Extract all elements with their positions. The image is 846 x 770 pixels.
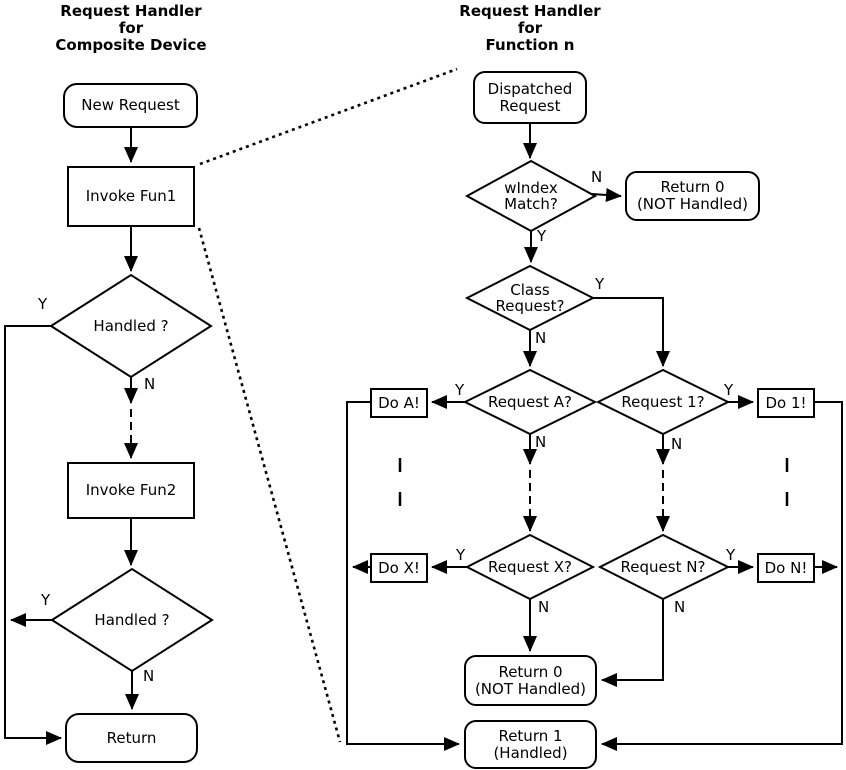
node-invoke-fun2: Invoke Fun2 [67,462,195,519]
edge-label-handled1-no: N [144,375,156,393]
node-do-a: Do A! [370,388,428,418]
edge-label-class-no: N [535,329,547,347]
node-return: Return [65,713,198,763]
node-do-1-label: Do 1! [765,393,807,412]
node-request-n-label: Request N? [620,558,706,576]
edge-label-windex-no: N [591,168,603,186]
edge-class-yes-to-request1 [593,297,670,367]
node-do-x: Do X! [370,553,428,583]
node-windex-match-label: wIndex Match? [504,179,558,213]
edge-doa-merge-to-return1 [346,401,460,751]
edge-do1-merge-to-return1 [601,401,843,751]
node-return0-top: Return 0 (NOT Handled) [625,171,760,221]
edge-label-handled2-yes: Y [41,591,51,609]
diamond-request-1 [595,368,731,436]
edge-label-class-yes: Y [595,275,605,293]
diamond-windex-match [464,159,598,233]
node-request-1-label: Request 1? [621,393,705,411]
node-dispatched-request-label: Dispatched Request [487,79,573,115]
node-dispatched-request: Dispatched Request [473,71,587,124]
node-return0-bottom-label: Return 0 (NOT Handled) [474,662,587,698]
edge-label-request-a-no: N [535,433,547,451]
node-do-1: Do 1! [757,388,815,418]
edge-label-handled1-yes: Y [38,295,48,313]
edge-requestn-no-to-return0bottom [601,599,664,687]
edge-handled1-yes-loop-to-return [4,325,62,745]
node-request-a-label: Request A? [488,393,572,411]
node-class-request-label: Class Request? [495,281,565,315]
edge-windex-no-to-return0top [591,187,622,202]
right-flow-title: Request Handler for Function n [459,2,601,54]
node-invoke-fun1-label: Invoke Fun1 [85,187,177,205]
edge-label-request-a-yes: Y [455,381,465,399]
edge-label-request-1-yes: Y [724,381,734,399]
left-flow-title: Request Handler for Composite Device [55,2,207,54]
diamond-handled1 [49,273,213,379]
edge-label-request-1-no: N [671,435,683,453]
node-request-x-label: Request X? [488,558,572,576]
diamond-class-request [464,264,596,332]
node-return0-top-label: Return 0 (NOT Handled) [636,178,749,213]
node-do-n-label: Do N! [764,558,808,577]
node-return1: Return 1 (Handled) [464,720,597,769]
node-return0-bottom: Return 0 (NOT Handled) [464,655,597,706]
edge-label-request-n-no: N [674,598,686,616]
zoom-connector-bottom [197,227,342,743]
node-do-a-label: Do A! [378,393,420,412]
edge-label-handled2-no: N [143,667,155,685]
node-return-label: Return [106,728,157,747]
edge-label-request-x-yes: Y [456,546,466,564]
edge-label-windex-yes: Y [537,227,547,245]
node-new-request: New Request [63,83,198,128]
node-return1-label: Return 1 (Handled) [493,726,568,762]
zoom-connector-top [199,67,458,166]
diamond-request-n [597,533,731,601]
diamond-request-a [462,368,598,436]
node-handled2-label: Handled ? [94,611,170,629]
edge-label-request-n-yes: Y [726,546,736,564]
node-invoke-fun2-label: Invoke Fun2 [85,481,177,499]
node-do-n: Do N! [757,553,815,583]
node-new-request-label: New Request [81,96,180,114]
node-do-x-label: Do X! [378,558,420,577]
edge-label-request-x-no: N [538,598,550,616]
node-handled1-label: Handled ? [93,317,169,335]
diamond-request-x [464,533,596,601]
node-invoke-fun1: Invoke Fun1 [67,166,195,227]
diamond-handled2 [50,567,214,673]
